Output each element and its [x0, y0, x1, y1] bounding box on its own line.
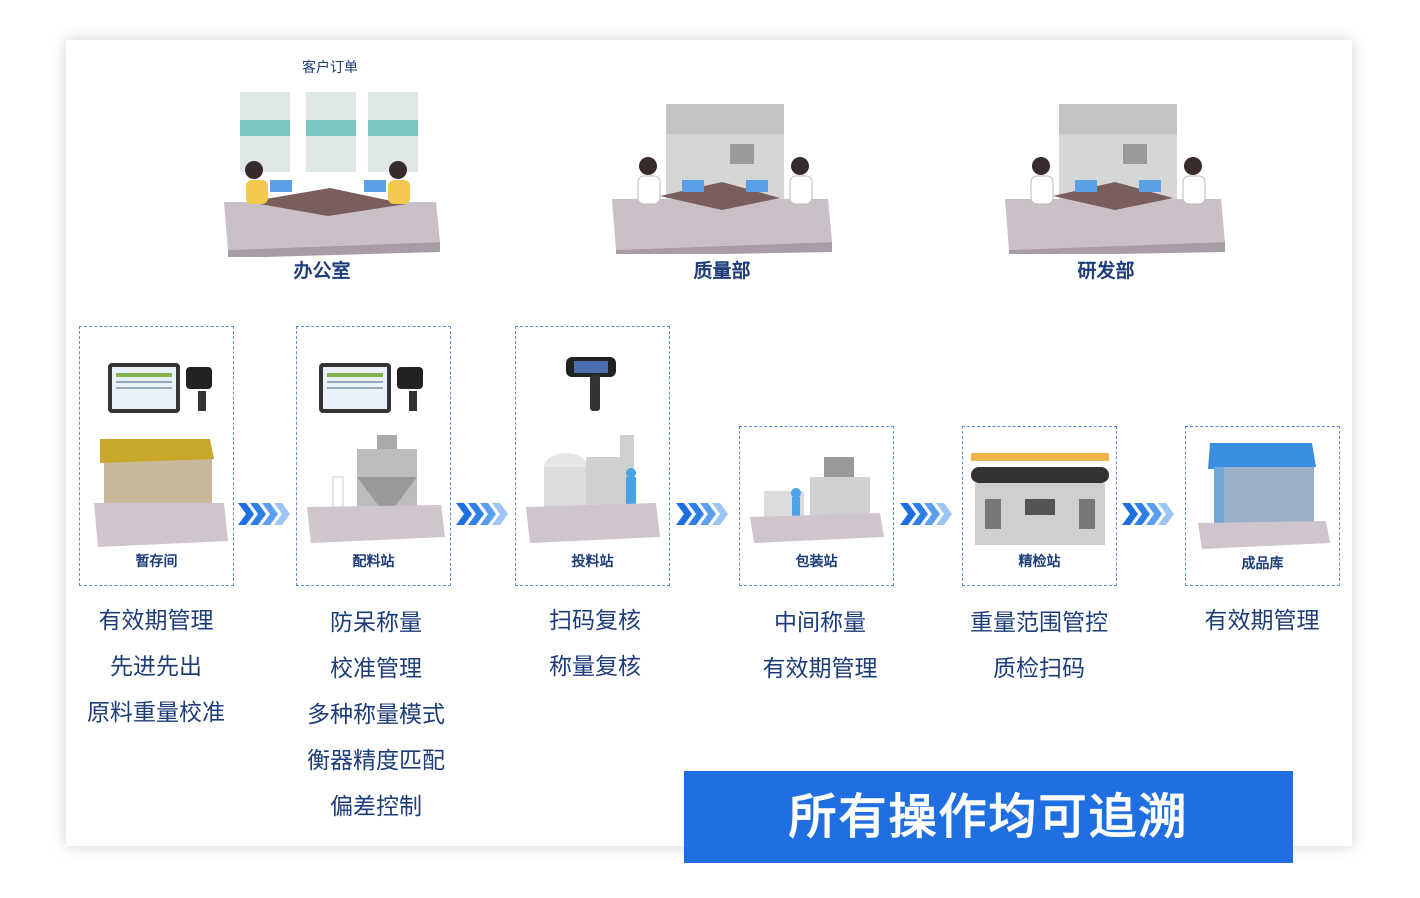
- feature-item: 质检扫码: [993, 656, 1085, 682]
- feature-item: 原料重量校准: [87, 700, 225, 726]
- station-dispensing: 配料站: [296, 326, 451, 586]
- features-feeding: 扫码复核 称量复核: [505, 598, 685, 690]
- department-rnd-label: 研发部: [1077, 260, 1135, 282]
- feature-item: 重量范围管控: [970, 610, 1108, 636]
- feature-item: 衡器精度匹配: [307, 748, 445, 774]
- finished-goods-illustration: [1198, 443, 1330, 549]
- feature-item: 先进先出: [110, 654, 202, 680]
- packaging-illustration: [750, 457, 884, 543]
- rnd-illustration: [1005, 104, 1225, 254]
- flow-arrow-4: [900, 503, 956, 525]
- customer-order-label: 客户订单: [302, 60, 358, 76]
- chevron-right-icon: [456, 503, 508, 525]
- chevron-right-icon: [676, 503, 728, 525]
- features-packaging: 中间称量 有效期管理: [730, 600, 910, 692]
- feature-item: 称量复核: [549, 654, 641, 680]
- feature-item: 中间称量: [774, 610, 866, 636]
- station-label: 暂存间: [135, 554, 178, 570]
- department-office-label: 办公室: [293, 260, 351, 282]
- station-packaging: 包装站: [739, 426, 894, 586]
- station-inspection: 精检站: [962, 426, 1117, 586]
- features-temp-storage: 有效期管理 先进先出 原料重量校准: [66, 598, 246, 736]
- department-office: [218, 92, 442, 257]
- features-inspection: 重量范围管控 质检扫码: [949, 600, 1129, 692]
- department-quality-label: 质量部: [693, 260, 751, 282]
- station-label: 精检站: [1018, 554, 1061, 570]
- flow-arrow-2: [456, 503, 512, 525]
- feature-item: 偏差控制: [330, 794, 422, 820]
- station-label: 投料站: [571, 554, 614, 570]
- flow-arrow-5: [1122, 503, 1178, 525]
- office-illustration: [224, 92, 440, 257]
- department-quality: [610, 104, 834, 254]
- inspection-illustration: [971, 453, 1109, 545]
- station-temp-storage: 暂存间: [79, 326, 234, 586]
- features-finished-goods: 有效期管理: [1172, 598, 1352, 644]
- station-label: 配料站: [352, 554, 395, 570]
- feature-item: 多种称量模式: [307, 702, 445, 728]
- station-label: 成品库: [1241, 556, 1284, 572]
- feature-item: 有效期管理: [1204, 608, 1320, 634]
- traceability-banner: 所有操作均可追溯: [684, 771, 1293, 863]
- feature-item: 校准管理: [330, 656, 422, 682]
- station-label: 包装站: [795, 554, 838, 570]
- feature-item: 有效期管理: [762, 656, 878, 682]
- chevron-right-icon: [900, 503, 952, 525]
- chevron-right-icon: [238, 503, 290, 525]
- station-feeding: 投料站: [515, 326, 670, 586]
- feature-item: 有效期管理: [98, 608, 214, 634]
- feature-item: 防呆称量: [330, 610, 422, 636]
- flow-arrow-3: [676, 503, 732, 525]
- features-dispensing: 防呆称量 校准管理 多种称量模式 衡器精度匹配 偏差控制: [286, 600, 466, 830]
- flow-arrow-1: [238, 503, 294, 525]
- station-finished-goods: 成品库: [1185, 426, 1340, 586]
- temp-storage-illustration: [94, 363, 228, 547]
- feature-item: 扫码复核: [549, 608, 641, 634]
- dispensing-illustration: [307, 363, 445, 543]
- chevron-right-icon: [1122, 503, 1174, 525]
- quality-illustration: [612, 104, 832, 254]
- department-rnd: [1003, 104, 1227, 254]
- feeding-illustration: [526, 357, 660, 543]
